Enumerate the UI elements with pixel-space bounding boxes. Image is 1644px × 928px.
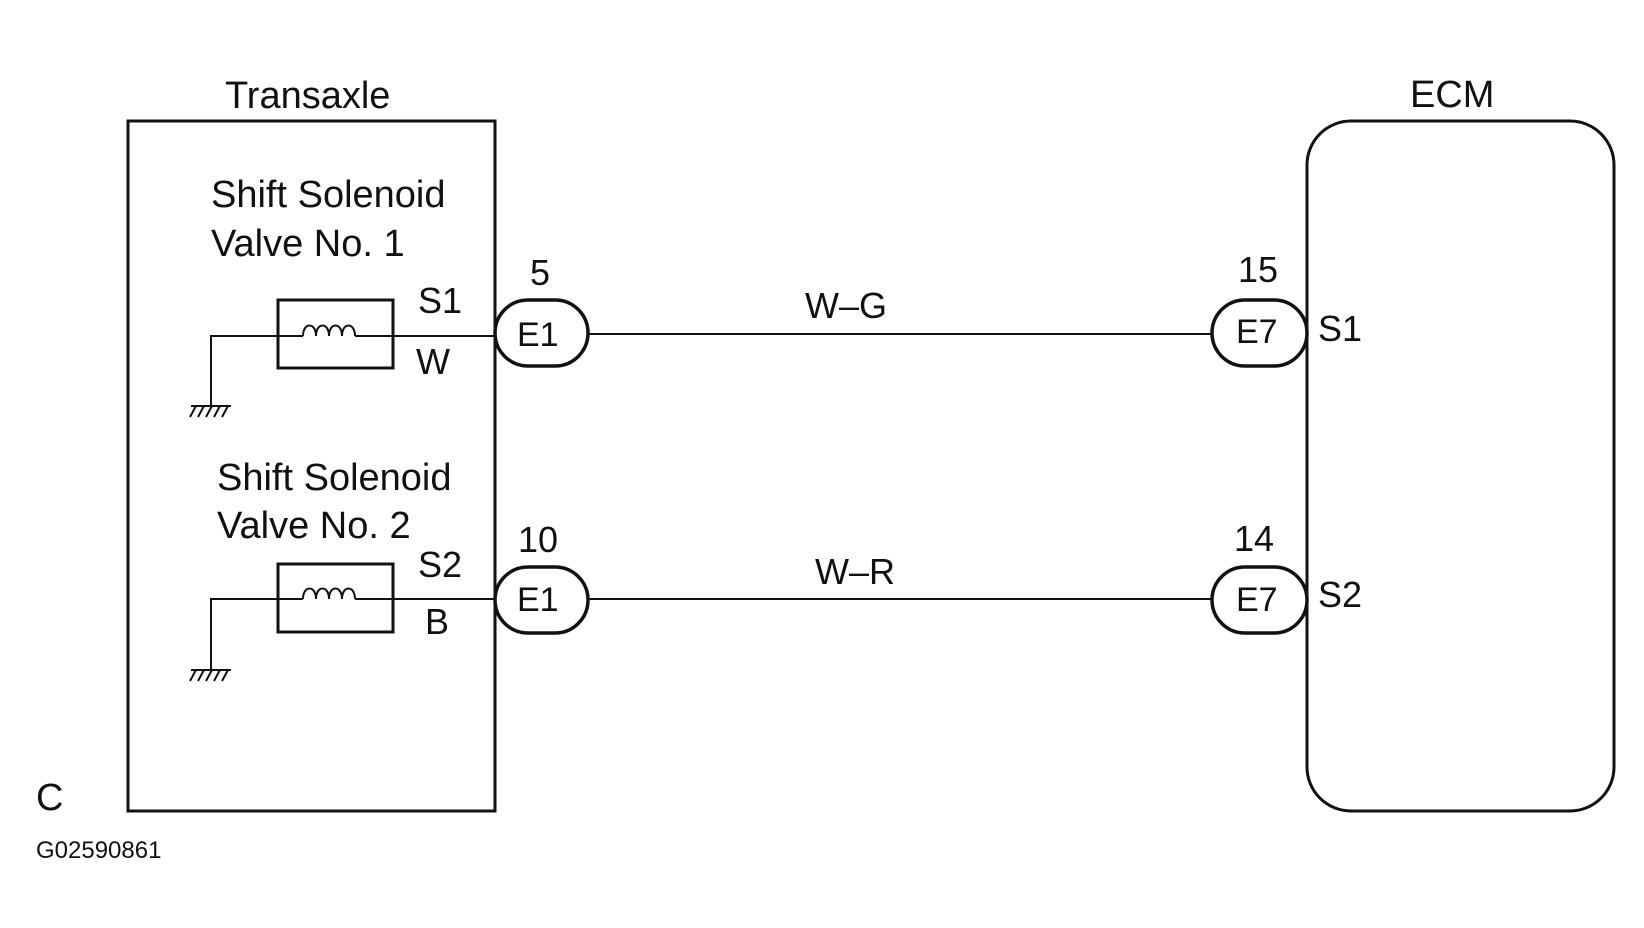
ground-icon (189, 669, 231, 682)
transaxle-label: Transaxle (225, 75, 390, 117)
figure-id: G02590861 (36, 837, 161, 864)
coil-icon (302, 587, 356, 600)
connector-e1 (493, 565, 590, 635)
solenoid-1-ground-wire (210, 335, 278, 406)
circuit-1-pin-right: 15 (1238, 249, 1278, 290)
circuit-1-connector-right: E7 (1236, 313, 1278, 351)
circuit-2-connector-right: E7 (1236, 581, 1278, 619)
transaxle-box (126, 119, 497, 813)
ground-icon (189, 405, 231, 418)
solenoid-1-name-line1: Shift Solenoid (211, 174, 446, 216)
circuit-2-pin-right: 14 (1234, 518, 1274, 559)
solenoid-1-terminal: S1 (418, 280, 462, 321)
circuit-2-connector-left: E1 (517, 581, 559, 619)
circuit-2-pin-left: 10 (518, 519, 558, 560)
ecm-label: ECM (1410, 74, 1494, 116)
solenoid-1-name-line2: Valve No. 1 (211, 223, 405, 265)
ecm-terminal-s1: S1 (1318, 308, 1362, 349)
solenoid-1: Shift Solenoid Valve No. 1 S1 W (189, 174, 495, 418)
connector-e7 (1210, 565, 1309, 635)
solenoid-1-wire-color: W (416, 341, 450, 382)
solenoid-2-name-line1: Shift Solenoid (217, 457, 452, 499)
solenoid-2-name-line2: Valve No. 2 (217, 505, 411, 547)
footer-letter: C (36, 777, 63, 819)
solenoid-2: Shift Solenoid Valve No. 2 S2 B (189, 457, 495, 682)
circuit-1-pin-left: 5 (530, 252, 550, 293)
solenoid-2-ground-wire (210, 598, 278, 670)
connector-e7 (1210, 298, 1309, 368)
ecm-terminal-s2: S2 (1318, 574, 1362, 615)
coil-icon (302, 324, 356, 337)
connector-e1 (493, 298, 590, 368)
circuit-2: 10 E1 W–R 14 E7 S2 (493, 518, 1362, 635)
solenoid-1-box (276, 298, 395, 370)
ecm-box (1305, 119, 1616, 813)
circuit-1-connector-left: E1 (517, 316, 559, 354)
circuit-1-wire-color: W–G (805, 285, 887, 326)
solenoid-2-terminal: S2 (418, 544, 462, 585)
solenoid-2-wire-color: B (425, 601, 449, 642)
circuit-1: 5 E1 W–G 15 E7 S1 (493, 249, 1362, 368)
circuit-2-wire-color: W–R (815, 551, 895, 592)
